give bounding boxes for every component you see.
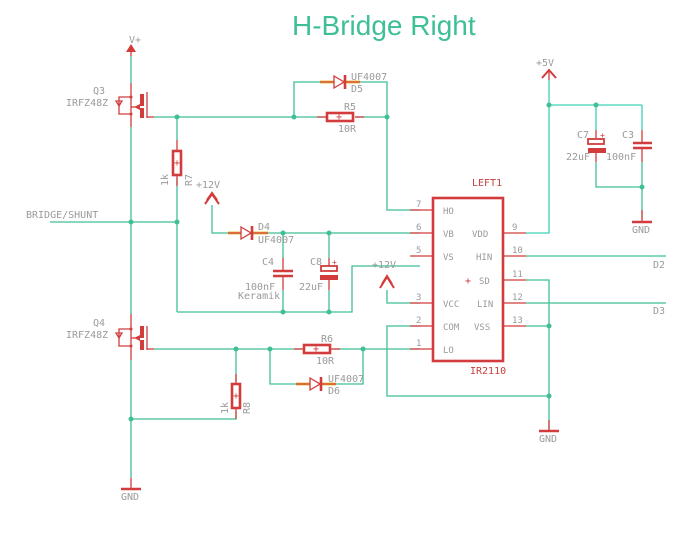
r8-value: 1k <box>220 402 231 414</box>
vplus-supply[interactable]: V+ <box>126 35 141 56</box>
svg-text:+: + <box>233 391 239 402</box>
diode-d5[interactable]: UF4007 D5 <box>320 72 387 95</box>
mosfet-q4[interactable]: Q4 IRFZ48Z <box>66 314 154 360</box>
ic-ir2110[interactable]: LEFT1 IR2110 + 7 6 5 3 2 1 HO VB VS VCC … <box>410 178 526 377</box>
pin-name-ho: HO <box>443 207 454 217</box>
c4-name: C4 <box>262 257 274 268</box>
c8-name: C8 <box>310 257 322 268</box>
svg-text:+: + <box>600 131 605 140</box>
r5-name: R5 <box>344 102 356 113</box>
pin-name-vdd: VDD <box>472 230 488 240</box>
d5-name: D5 <box>351 84 363 95</box>
d6-name: D6 <box>328 386 340 397</box>
pin-name-vss: VSS <box>474 323 490 333</box>
d5-value: UF4007 <box>351 72 387 83</box>
pin-name-sd: SD <box>479 277 490 287</box>
c7-value: 22uF <box>566 152 590 163</box>
gnd-label-1: GND <box>121 492 139 503</box>
pin-num-2: 2 <box>416 316 421 326</box>
gnd-symbol-3[interactable]: GND <box>539 420 559 445</box>
capacitor-c8[interactable]: + C8 22uF <box>299 257 338 293</box>
q3-value: IRFZ48Z <box>66 98 108 109</box>
mosfet-q3[interactable]: Q3 IRFZ48Z <box>66 83 154 127</box>
net-label-d2: D2 <box>653 260 665 271</box>
r6-value: 10R <box>316 356 335 367</box>
gnd-symbol-2[interactable]: GND <box>632 210 652 236</box>
svg-text:+: + <box>336 112 342 123</box>
c3-name: C3 <box>622 130 634 141</box>
r8-name: R8 <box>242 402 253 414</box>
pin-name-vs: VS <box>443 253 454 263</box>
capacitor-c3[interactable]: C3 100nF <box>606 130 652 163</box>
ic-value: IR2110 <box>470 366 506 377</box>
resistor-r8[interactable]: + 1k R8 <box>220 374 253 419</box>
vplus-label: V+ <box>129 35 141 46</box>
c3-value: 100nF <box>606 152 636 163</box>
supply-12v-mid[interactable]: +12V <box>372 260 396 289</box>
r7-name: R7 <box>184 174 195 186</box>
svg-text:+: + <box>332 258 337 267</box>
svg-text:+: + <box>465 276 471 287</box>
gnd-label-2: GND <box>632 225 650 236</box>
q3-name: Q3 <box>93 86 105 97</box>
gnd-label-3: GND <box>539 434 557 445</box>
wires <box>50 56 666 478</box>
d4-name: D4 <box>258 222 270 233</box>
capacitor-c4[interactable]: C4 100nF Keramik <box>238 257 293 302</box>
c8-value: 22uF <box>299 282 323 293</box>
net-label-bridge-shunt: BRIDGE/SHUNT <box>26 210 98 221</box>
c4-value: 100nF <box>245 282 275 293</box>
junctions <box>128 102 645 422</box>
gnd-symbol-1[interactable]: GND <box>121 478 141 503</box>
pin-name-com: COM <box>443 323 460 333</box>
r5-value: 10R <box>338 124 357 135</box>
supply-12v-top[interactable]: +12V <box>196 180 220 205</box>
r6-name: R6 <box>321 334 333 345</box>
pin-name-hin: HIN <box>476 253 492 263</box>
schematic-title: H-Bridge Right <box>292 10 476 41</box>
d6-value: UF4007 <box>328 374 364 385</box>
pin-name-vcc: VCC <box>443 300 459 310</box>
d4-value: UF4007 <box>258 235 294 246</box>
pin-num-12: 12 <box>512 293 523 303</box>
pin-num-9: 9 <box>512 223 517 233</box>
r7-value: 1k <box>160 174 171 186</box>
supply-12v-top-label: +12V <box>196 180 220 191</box>
resistor-r6[interactable]: + R6 10R <box>294 334 340 367</box>
resistor-r5[interactable]: + R5 10R <box>317 102 364 135</box>
c7-name: C7 <box>577 130 589 141</box>
c4-note: Keramik <box>238 291 280 302</box>
pin-num-10: 10 <box>512 246 523 256</box>
svg-text:+: + <box>313 344 319 355</box>
diode-d4[interactable]: D4 UF4007 <box>228 222 294 246</box>
pin-num-11: 11 <box>512 270 523 280</box>
net-label-d3: D3 <box>653 306 665 317</box>
supply-12v-mid-label: +12V <box>372 260 396 271</box>
pin-num-7: 7 <box>416 200 421 210</box>
svg-text:+: + <box>174 158 180 169</box>
ic-name: LEFT1 <box>472 178 502 189</box>
capacitor-c7[interactable]: + C7 22uF <box>566 130 606 163</box>
q4-value: IRFZ48Z <box>66 330 108 341</box>
pin-num-13: 13 <box>512 316 523 326</box>
supply-5v[interactable]: +5V <box>536 58 557 80</box>
diode-d6[interactable]: UF4007 D6 <box>296 374 364 397</box>
pin-name-lin: LIN <box>477 300 493 310</box>
pin-num-3: 3 <box>416 293 421 303</box>
pin-name-vb: VB <box>443 230 454 240</box>
pin-num-6: 6 <box>416 223 421 233</box>
resistor-r7[interactable]: + 1k R7 <box>160 140 195 186</box>
q4-name: Q4 <box>93 318 105 329</box>
pin-num-5: 5 <box>416 246 421 256</box>
pin-name-lo: LO <box>443 346 454 356</box>
supply-5v-label: +5V <box>536 58 554 69</box>
pin-num-1: 1 <box>416 339 421 349</box>
